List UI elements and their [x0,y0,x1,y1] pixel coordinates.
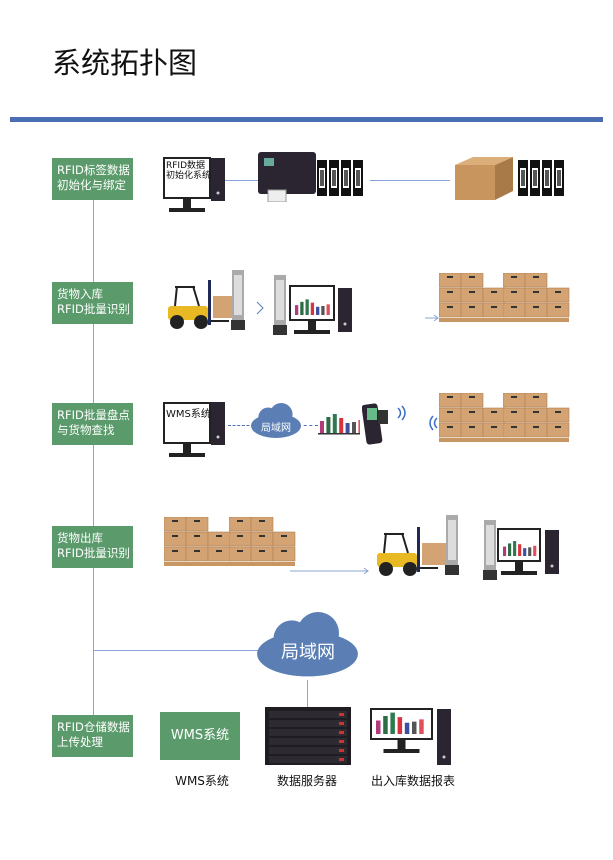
step-text: RFID批量识别 [57,302,130,316]
pc-tower-icon [437,709,451,765]
pallet-boxes-icon [163,516,234,567]
link-line [370,180,450,181]
step-text: 货物出库 [57,531,103,545]
pc-tower-icon [211,402,225,445]
pallet-boxes-icon [502,272,573,323]
pallet-boxes-icon [438,392,509,443]
wms-system-box: WMS系统 [160,712,240,760]
data-server-icon [265,707,351,765]
step-3: RFID批量盘点与货物查找 [52,403,133,445]
flow-connector [93,200,94,715]
step-text: RFID标签数据 [57,163,130,177]
step-5: RFID仓储数据上传处理 [52,715,133,757]
pallet-boxes-icon [228,516,299,567]
pallet-boxes-icon [438,272,509,323]
rfid-gate-icon [483,520,497,580]
step-text: 与货物查找 [57,423,115,437]
step-text: 上传处理 [57,735,103,749]
rfid-tags-icon [317,160,365,196]
pallet-boxes-icon [502,392,573,443]
network-connector [93,650,263,651]
monitor-screen-text: WMS系统 [163,402,211,444]
lan-cloud-icon [250,403,302,441]
lan-cloud-icon [255,612,360,682]
chart-icon [318,405,363,435]
report-label: 出入库数据报表 [370,774,455,788]
signal-icon [427,415,439,431]
monitor-text: WMS系统 [166,409,211,420]
monitor-screen-text: RFID数据初始化系统 [163,157,211,199]
forklift-icon [372,525,447,577]
dashed-link [298,425,318,426]
monitor-text: RFID数据初始化系统 [166,161,211,181]
arrow-icon [290,560,370,575]
cloud-label: 局域网 [281,642,335,663]
pc-tower-icon [545,530,559,574]
monitor-text-line: 初始化系统 [166,171,212,181]
forklift-icon [163,278,238,330]
pc-tower-icon [211,158,225,201]
monitor-text-line: RFID数据 [166,161,206,171]
step-1: RFID标签数据初始化与绑定 [52,158,133,200]
server-label: 数据服务器 [276,774,337,788]
step-text: RFID仓储数据 [57,720,130,734]
signal-icon [396,405,408,421]
rfid-gate-icon [231,270,245,330]
step-text: 初始化与绑定 [57,178,126,192]
pc-tower-icon [338,288,352,332]
arrow-icon [256,300,264,315]
wms-label: WMS系统 [175,774,229,788]
rfid-gate-icon [273,275,287,335]
rfid-gate-icon [445,515,459,575]
report-monitor [289,285,335,335]
cargo-box-icon [455,155,513,200]
server-connector [307,680,308,708]
page-title: 系统拓扑图 [52,46,198,80]
step-text: 货物入库 [57,287,103,301]
step-text: RFID批量盘点 [57,408,130,422]
arrow-icon [425,307,439,322]
computer-monitor [163,157,211,213]
title-divider [10,117,603,122]
dashed-link [228,425,254,426]
computer-monitor [163,402,211,458]
cloud-label: 局域网 [261,423,291,434]
report-monitor [370,708,433,754]
report-monitor [497,528,541,576]
link-line [222,180,262,181]
rfid-tags-icon [518,160,566,196]
handheld-reader-icon [361,402,390,446]
label-printer-icon [258,152,316,203]
step-text: RFID批量识别 [57,546,130,560]
